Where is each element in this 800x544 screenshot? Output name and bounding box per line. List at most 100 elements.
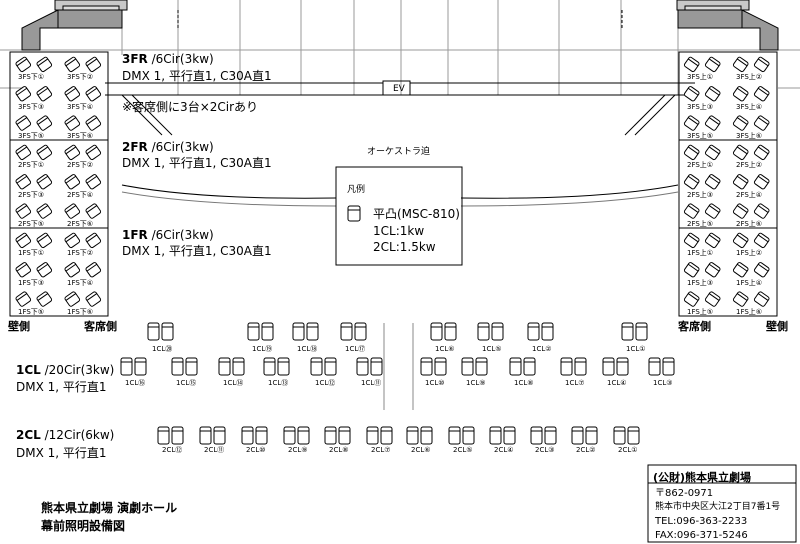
legend-2cl-power: 2CL:1.5kw bbox=[373, 240, 436, 254]
cl2-spec: DMX 1, 平行直1 bbox=[16, 446, 107, 460]
cl1-fixture-label: 1CL⑭ bbox=[223, 379, 244, 387]
floor-3f-spec: DMX 1, 平行直1, C30A直1 bbox=[122, 69, 272, 83]
cl1-fixture-label: 1CL⑲ bbox=[252, 345, 273, 353]
info-organization: (公財)熊本県立劇場 bbox=[653, 471, 752, 484]
fixture-icon bbox=[64, 262, 81, 278]
cl2-fixture-label: 2CL⑥ bbox=[411, 446, 431, 454]
cl1-fixture-pair bbox=[218, 357, 245, 376]
fixture-icon bbox=[732, 262, 749, 278]
cl2-fixture-pair bbox=[324, 426, 351, 445]
fixture-icon bbox=[732, 174, 749, 190]
cl1-fixture-pair bbox=[560, 357, 587, 376]
cl1-fixture-label: 1CL⑧ bbox=[514, 379, 534, 387]
tower-fixture-label: 3FS上② bbox=[736, 73, 763, 82]
cl1-fixture-label: 1CL⑮ bbox=[176, 379, 197, 387]
info-fax: FAX:096-371-5246 bbox=[655, 530, 748, 541]
tower-fixture-label: 2FS上⑥ bbox=[736, 220, 763, 228]
fixture-icon bbox=[36, 86, 53, 102]
tower-fixture-label: 2FS下⑥ bbox=[67, 220, 94, 228]
cl1-fixture-label: 1CL⑱ bbox=[297, 345, 318, 353]
fixture-icon bbox=[753, 86, 770, 102]
pit-curve-left-inner bbox=[121, 191, 337, 207]
fixture-icon bbox=[704, 262, 721, 278]
cl1-fixture-pair bbox=[527, 322, 554, 341]
tower-fixture-label: 3FS下⑥ bbox=[67, 132, 94, 140]
cl1-fixture-pair bbox=[292, 322, 319, 341]
apron-diagonal bbox=[121, 94, 163, 136]
cl2-fixture-label: 2CL⑤ bbox=[453, 446, 473, 454]
tower-fixture-label: 1FS下⑤ bbox=[18, 308, 45, 316]
fixture-icon bbox=[85, 232, 102, 249]
cl1-fixture-label: 1CL⑳ bbox=[152, 345, 173, 353]
fixture-icon bbox=[753, 291, 770, 307]
drawing-title: 熊本県立劇場 演劇ホール bbox=[41, 501, 178, 515]
fixture-icon bbox=[15, 203, 32, 219]
fixture-icon bbox=[683, 174, 700, 190]
cl1-fixture-pair bbox=[461, 357, 488, 376]
fixture-icon bbox=[732, 86, 749, 102]
cl1-fixture-label: 1CL⑩ bbox=[425, 379, 445, 387]
fixture-icon bbox=[732, 203, 749, 219]
cl1-fixture-pair bbox=[263, 357, 290, 376]
ev-label: EV bbox=[393, 84, 405, 94]
fixture-icon bbox=[15, 174, 32, 190]
fixture-icon bbox=[683, 291, 700, 307]
cl1-fixture-pair bbox=[340, 322, 367, 341]
tower-fixture-label: 3FS上④ bbox=[736, 102, 763, 111]
cl1-fixture-label: 1CL⑪ bbox=[361, 379, 382, 387]
right-proscenium-wall bbox=[677, 9, 779, 51]
cl2-fixture-pair bbox=[157, 426, 184, 445]
tower-fixture-label: 2FS上② bbox=[736, 161, 763, 170]
cl1-fixture-label: 1CL③ bbox=[653, 379, 673, 387]
fixture-icon bbox=[732, 115, 749, 131]
cl1-fixture-label: 1CL① bbox=[626, 345, 646, 353]
tower-fixture-label: 1FS下② bbox=[67, 249, 94, 258]
tower-fixture-label: 1FS下④ bbox=[67, 278, 94, 287]
floor-3f-note: ※客席側に3台×2Cirあり bbox=[122, 100, 259, 114]
fixture-icon bbox=[753, 56, 770, 73]
apron-diagonal bbox=[624, 94, 666, 136]
cl1-fixture-pair bbox=[621, 322, 648, 341]
left-wall-side-label: 壁側 bbox=[8, 320, 30, 333]
cl2-fixture-pair bbox=[366, 426, 393, 445]
pit-curve-right-inner bbox=[460, 191, 679, 207]
tower-fixture-label: 1FS下⑥ bbox=[67, 308, 94, 316]
fixture-icon bbox=[85, 203, 102, 219]
cl1-fixture-pair bbox=[356, 357, 383, 376]
cl2-fixture-pair bbox=[283, 426, 310, 445]
tower-section-left-1f bbox=[9, 227, 109, 317]
legend-box bbox=[335, 166, 463, 266]
fixture-icon bbox=[85, 291, 102, 307]
cl1-fixture-pair bbox=[509, 357, 536, 376]
fixture-icon bbox=[64, 144, 81, 161]
cl2-fixture-label: 2CL⑫ bbox=[162, 446, 183, 454]
tower-fixture-label: 1FS上④ bbox=[736, 278, 763, 287]
tower-fixture-label: 2FS下② bbox=[67, 161, 94, 170]
legend-1cl-power: 1CL:1kw bbox=[373, 224, 425, 238]
cl1-fixture-label: 1CL⑨ bbox=[466, 379, 486, 387]
fixture-icon bbox=[704, 232, 721, 249]
cl1-fixture-pair bbox=[247, 322, 274, 341]
tower-fixture-label: 3FS上① bbox=[687, 73, 714, 82]
cl2-fixture-label: 2CL⑪ bbox=[204, 446, 225, 454]
floor-2f-title: 2FR /6Cir(3kw) bbox=[122, 140, 214, 154]
fixture-icon bbox=[683, 203, 700, 219]
fixture-icon bbox=[15, 291, 32, 307]
tower-fixture-label: 1FS上⑤ bbox=[687, 308, 714, 316]
tower-fixture-label: 3FS下⑤ bbox=[18, 132, 45, 140]
cl2-fixture-pair bbox=[489, 426, 516, 445]
cl1-fixture-pair bbox=[648, 357, 675, 376]
cl2-fixture-pair bbox=[613, 426, 640, 445]
fixture-icon bbox=[64, 232, 81, 249]
tower-fixture-label: 3FS上③ bbox=[687, 102, 714, 111]
fixture-icon bbox=[64, 174, 81, 190]
cl1-fixture-pair bbox=[147, 322, 174, 341]
cl1-fixture-label: 1CL⑥ bbox=[435, 345, 455, 353]
fixture-icon bbox=[64, 291, 81, 307]
tower-fixture-label: 3FS上⑤ bbox=[687, 132, 714, 140]
tower-fixture-label: 1FS上① bbox=[687, 249, 714, 258]
fixture-icon bbox=[732, 144, 749, 161]
fixture-icon bbox=[64, 86, 81, 102]
fixture-icon bbox=[36, 291, 53, 307]
fixture-icon bbox=[64, 115, 81, 131]
